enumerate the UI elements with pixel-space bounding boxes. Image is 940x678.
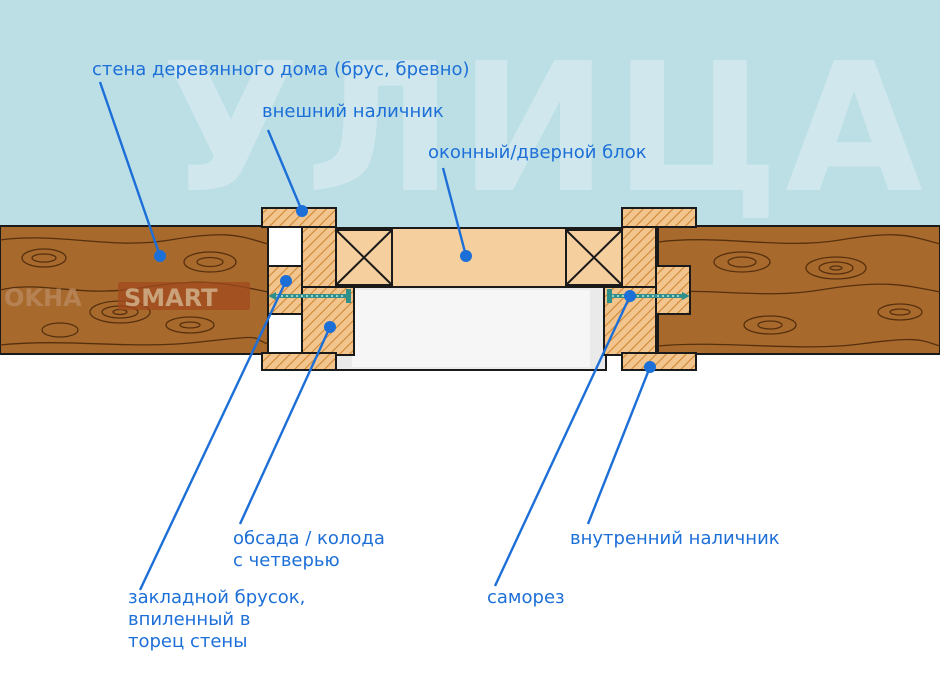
wall-right [657, 225, 940, 355]
screw-right [607, 289, 690, 303]
label-casing-line2: с четверью [233, 550, 340, 571]
watermark: OKHA SMART [4, 282, 250, 312]
leader-lines [98, 81, 652, 591]
leader-wall [98, 81, 162, 257]
opening-inner-glass [352, 290, 590, 367]
window-block [333, 227, 625, 288]
label-embedded-line3: торец стены [128, 631, 247, 652]
label-embedded-line2: впиленный в [128, 609, 250, 630]
leader-window-block [441, 167, 468, 257]
label-wall: стена деревянного дома (брус, бревно) [92, 59, 470, 80]
leader-inner-trim [586, 366, 652, 525]
leader-casing [238, 326, 332, 525]
leader-screw [493, 295, 632, 587]
label-window-block: оконный/дверной блок [428, 142, 647, 163]
outside-word: УЛИЦА [162, 25, 929, 232]
label-screw: саморез [487, 587, 565, 608]
label-inner-trim: внутренний наличник [570, 528, 780, 549]
leader-outer-trim [266, 129, 304, 212]
label-outer-trim: внешний наличник [262, 101, 444, 122]
svg-text:SMART: SMART [124, 284, 218, 312]
leader-dots [154, 205, 656, 373]
outside-area [0, 0, 940, 228]
label-embedded-line1: закладной брусок, [128, 587, 305, 608]
screw-left [268, 289, 351, 303]
leader-embedded-bar [138, 280, 288, 591]
svg-text:OKHA: OKHA [4, 284, 82, 312]
label-casing-line1: обсада / колода [233, 528, 385, 549]
